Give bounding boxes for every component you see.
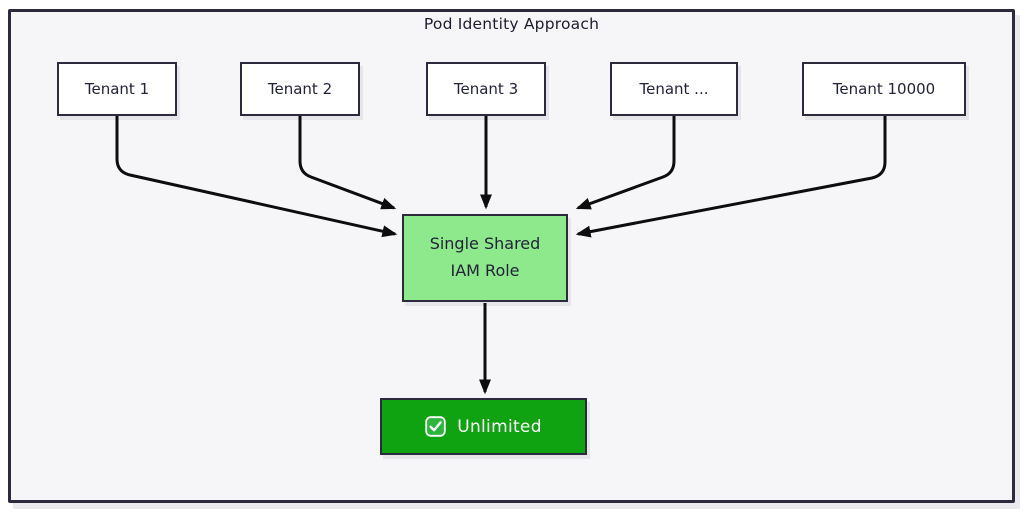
tenant-10000-label: Tenant 10000: [832, 80, 936, 98]
tenant-10000-box: Tenant 10000: [802, 62, 966, 116]
unlimited-result-box: Unlimited: [380, 398, 587, 455]
unlimited-label: Unlimited: [457, 416, 542, 437]
tenant-1-box: Tenant 1: [57, 62, 177, 116]
tenant-3-box: Tenant 3: [426, 62, 546, 116]
tenant-2-label: Tenant 2: [267, 80, 333, 98]
iam-role-label-line2: IAM Role: [450, 261, 520, 280]
diagram-title: Pod Identity Approach: [423, 15, 600, 33]
tenant-3-label: Tenant 3: [453, 80, 519, 98]
tenant-2-box: Tenant 2: [240, 62, 360, 116]
tenant-1-label: Tenant 1: [84, 80, 150, 98]
tenant-ellipsis-label: Tenant ...: [639, 80, 709, 98]
check-icon: [425, 416, 446, 437]
tenant-ellipsis-box: Tenant ...: [610, 62, 738, 116]
iam-role-label-line1: Single Shared: [429, 234, 541, 254]
single-shared-iam-role-box: Single Shared IAM Role: [402, 214, 568, 302]
